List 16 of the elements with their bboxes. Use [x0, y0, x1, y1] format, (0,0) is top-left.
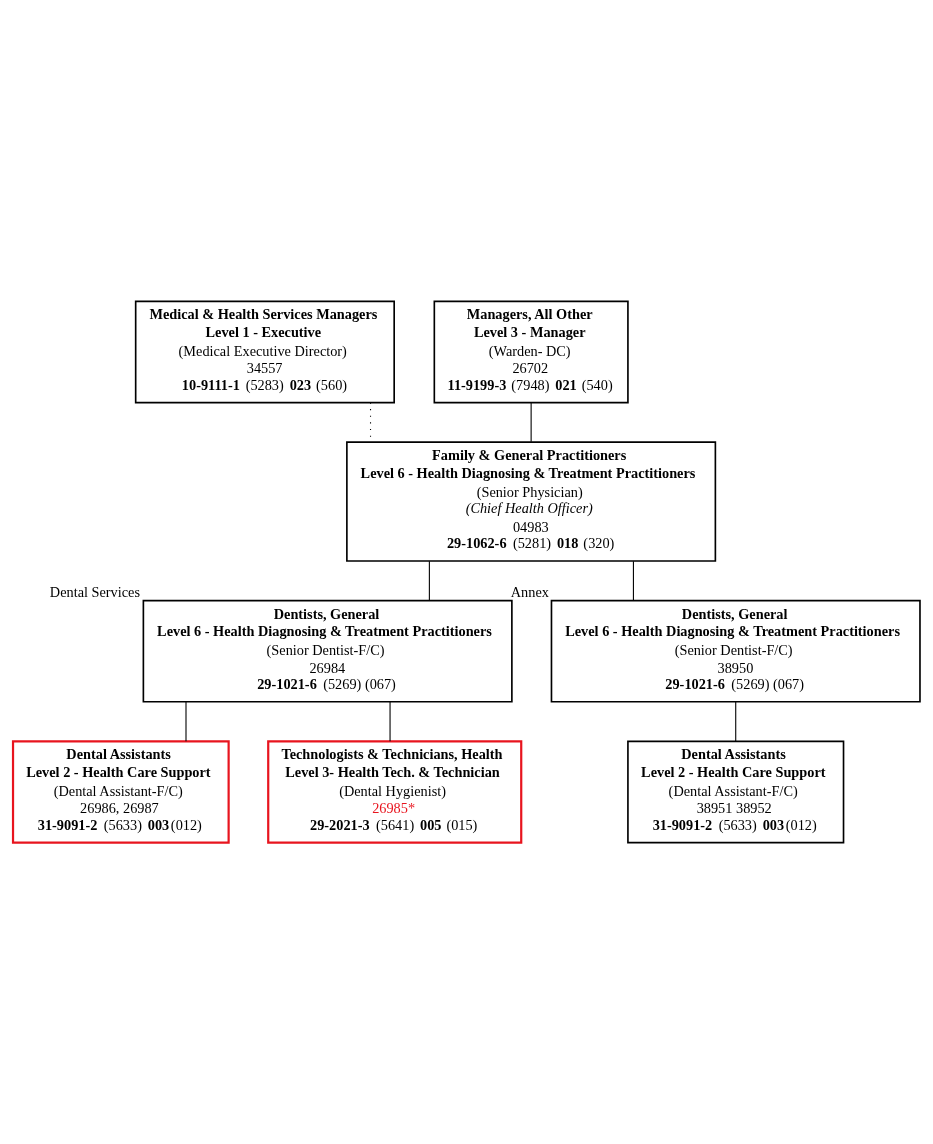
- connector: [389, 701, 391, 742]
- node-box: Managers, All Other Level 3 - Manager (Warden- DC) 26702 11-9199-3 (7948) 021 (540): [433, 300, 629, 404]
- connector: [632, 560, 634, 602]
- connector: [428, 560, 430, 602]
- node-box: Dental Assistants Level 2 - Health Care Support (Dental Assistant-F/C) 26986, 26987 31-9091-2 (5633) 003(012): [11, 740, 230, 844]
- node-box: Family & General Practitioners Level 6 - Health Diagnosing & Treatment Practitioners (Senior Physician) (Chief Health Officer) 04983 29-1062-6 (5281) 018 (320): [346, 441, 717, 562]
- node-box: Medical & Health Services Managers Level 1 - Executive (Medical Executive Director) 34557 10-9111-1 (5283) 023 (560): [134, 300, 395, 404]
- node-label: Dental Services: [49, 583, 140, 600]
- connector: [530, 402, 532, 443]
- node-label: Annex: [510, 583, 549, 600]
- node-box: Technologists & Technicians, Health Level 3- Health Tech. & Technician (Dental Hygienist) 26985* 29-2021-3 (5641) 005 (015): [267, 740, 523, 844]
- connector: [185, 701, 187, 742]
- node-box: Dentists, General Level 6 - Health Diagnosing & Treatment Practitioners (Senior Dentist-F/C) 38950 29-1021-6 (5269) (067): [550, 599, 921, 703]
- node-box: Dentists, General Level 6 - Health Diagnosing & Treatment Practitioners (Senior Dentist-F/C) 26984 29-1021-6 (5269) (067): [142, 599, 513, 703]
- connector: [735, 701, 737, 742]
- node-box: Dental Assistants Level 2 - Health Care Support (Dental Assistant-F/C) 38951 38952 31-9091-2 (5633) 003(012): [627, 740, 845, 844]
